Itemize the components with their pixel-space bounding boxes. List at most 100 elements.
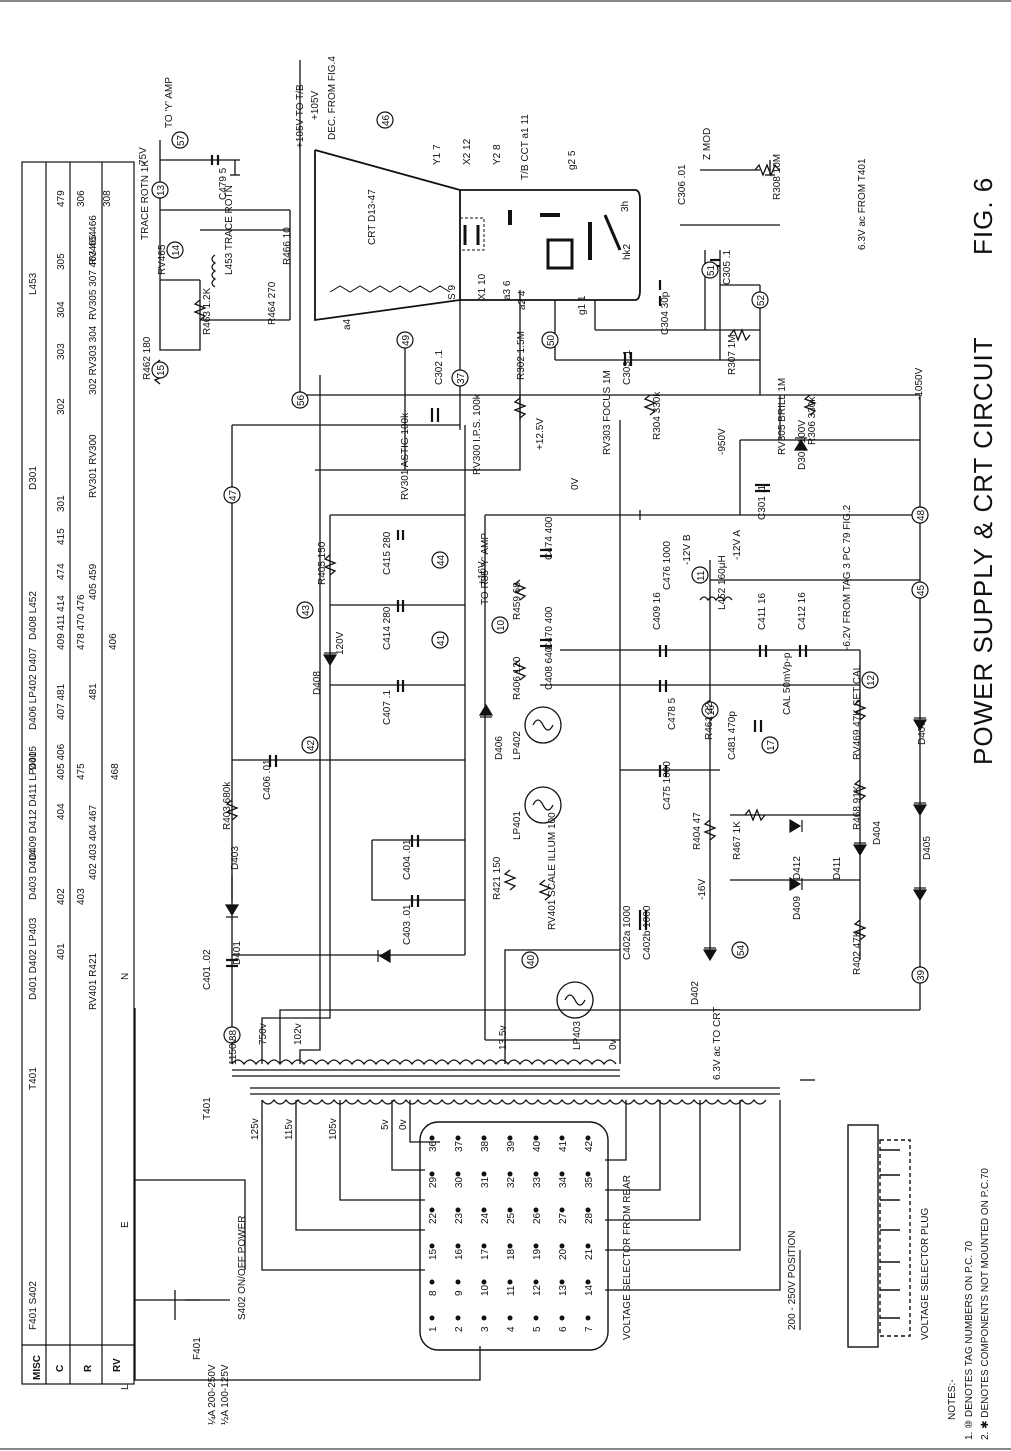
tag-circle [151,181,169,199]
selector-pin-dot [455,1171,461,1177]
tag-circle [223,486,241,504]
component-label: C479 5 [218,167,229,200]
component-label: C401 .02 [202,949,213,990]
supply-label: TO 'Y' AMP [164,77,175,128]
selector-pin-dot [585,1171,591,1177]
r-ref: RV465 466 [88,215,99,265]
fuse-rating: ¼A 200-250V [206,1364,218,1425]
component-label: LP403 [572,1021,583,1050]
crt-pin-label: Y2 8 [492,144,503,165]
selector-pin-dot [585,1135,591,1141]
component-label: D405 [922,836,933,860]
supply-label: +105V [310,90,321,120]
r-ref: 308 [102,190,113,207]
tag-circle [223,1026,241,1044]
component-label: D407 [917,721,928,745]
selector-pin-dot [455,1315,461,1321]
selector-pin-dot [429,1315,435,1321]
r-ref: RV401 R421 [88,952,99,1010]
selector-pin-label: 36 [428,1140,439,1152]
crt-pin-label: a4 [342,318,353,330]
tag-number: 41 [436,634,447,646]
component-label: C302 .1 [434,350,445,385]
component-label: RV300 I.P.S. 100k [472,393,483,475]
notes-heading: NOTES:- [947,1379,958,1420]
title-block: POWER SUPPLY & CRT CIRCUIT FIG. 6 [968,177,998,765]
supply-label: -950V [717,428,728,455]
component-label: D404 [872,821,883,845]
tag-number: 42 [306,739,317,751]
component-label: C403 .01 [402,904,413,945]
selector-pin-dot [533,1315,539,1321]
component-label: C407 .1 [382,690,393,725]
tag-number: 45 [916,584,927,596]
supply-label: DEC. FROM FIG.4 [327,56,338,140]
component-label: C474 400 [544,516,555,560]
tag-circle [376,111,394,129]
selector-pin-label: 38 [480,1140,491,1152]
component-label: C481 470p [727,711,738,760]
component-label: C409 16 [652,592,663,630]
component-label: R405 150 [317,541,328,585]
selector-position: 200 - 250V POSITION [787,1231,798,1331]
selector-pin-label: 23 [454,1212,465,1224]
selector-pin-dot [481,1243,487,1249]
component-label: D301 100V [797,420,808,470]
selector-pin-label: 1 [428,1326,439,1332]
selector-pin-label: 4 [506,1326,517,1332]
component-label: C470 400 [544,606,555,650]
selector-pin-label: 15 [428,1248,439,1260]
tag-number: 57 [176,134,187,146]
selector-pin-dot [585,1279,591,1285]
notes: NOTES:- 1. ⑩ DENOTES TAG NUMBERS ON P.C.… [947,1168,991,1440]
c-ref: 405 406 [56,743,67,780]
transformer-tap: 1150v [228,1038,239,1065]
diode-symbols [224,437,928,964]
c-ref: 303 [56,343,67,360]
tag-circle [701,261,719,279]
selector-pin-label: 20 [558,1248,569,1260]
misc-group: D405 [28,746,39,770]
selector-pin-label: 34 [558,1176,569,1188]
tag-circle [451,369,469,387]
voltage-selector-plug [847,1124,911,1348]
selector-pin-label: 35 [584,1176,595,1188]
c-ref: 404 [56,803,67,820]
tag-number: 56 [296,394,307,406]
tag-number: 16 [706,704,717,716]
component-label: C406 .01 [262,759,273,800]
component-label: R467 1K [732,821,743,860]
selector-pin-label: 13 [558,1284,569,1296]
c-ref: 304 [56,301,67,318]
diagram-title: POWER SUPPLY & CRT CIRCUIT [968,336,998,765]
component-label: C414 280 [382,606,393,650]
crt-pin-label: X1 10 [477,273,488,300]
selector-pin-dot [507,1207,513,1213]
transformer-tap: 102v [293,1023,304,1045]
tag-number: 47 [228,489,239,501]
c-ref: 415 [56,528,67,545]
crt-pin-label: a3 6 [502,280,513,300]
tag-number: 13 [156,184,167,196]
tag-circle [291,391,309,409]
tag-number: 14 [171,244,182,256]
selector-pin-dot [481,1207,487,1213]
figure-number: FIG. 6 [968,177,998,255]
tag-number: 48 [916,509,927,521]
mains-E: E [120,1221,131,1228]
supply-label: 75V [138,147,149,165]
supply-label: Z MOD [702,128,713,160]
component-label: R308 10M [772,154,783,200]
component-label: R459 68 [512,582,523,620]
misc-group: F401 S402 [28,1281,39,1330]
c-ref: 478 470 476 [76,594,87,650]
component-label: R402 47K [852,930,863,975]
tag-number: 49 [401,334,412,346]
selector-pin-label: 28 [584,1212,595,1224]
c-ref: 403 [76,888,87,905]
crt-pin-label: 3h [620,201,631,212]
supply-label: -12V B [682,534,693,565]
tag-circle [861,671,879,689]
